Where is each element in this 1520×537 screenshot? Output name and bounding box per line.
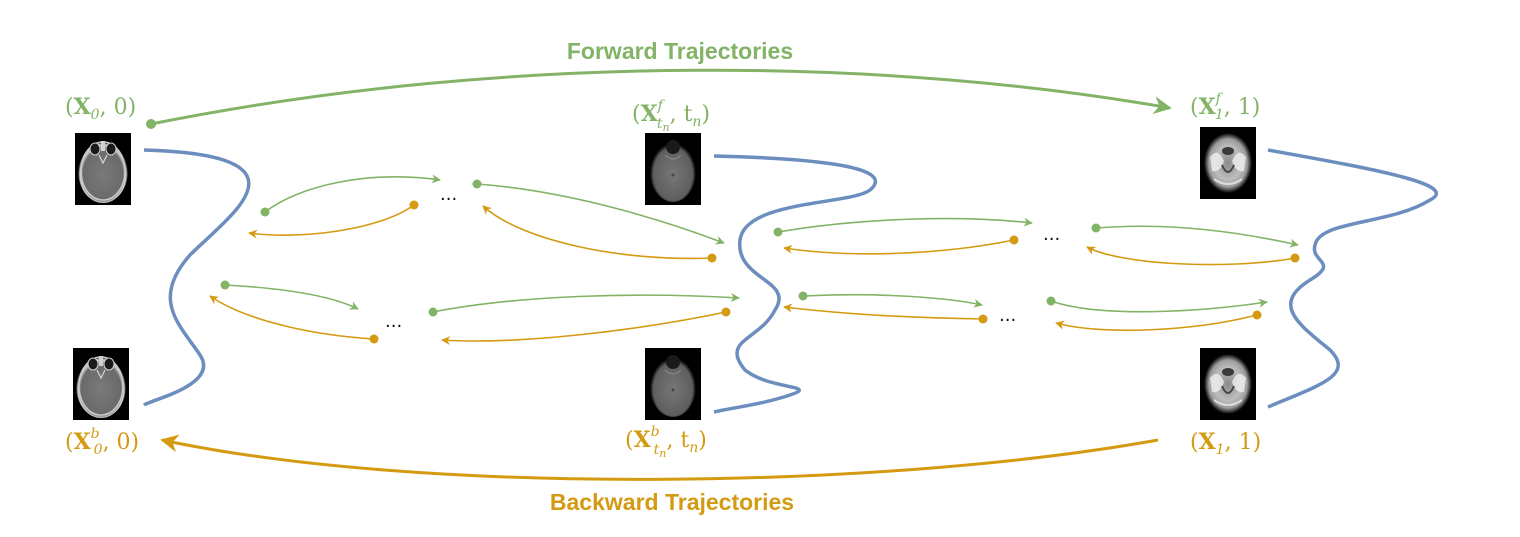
forward-step-arrow (777, 217, 1033, 233)
forward-trajectories-title: Forward Trajectories (567, 38, 793, 64)
backward-step-arrow (441, 311, 727, 346)
backward-step-dot (1252, 310, 1262, 320)
backward-trajectory-arc (160, 434, 1159, 481)
forward-step-arrow (476, 183, 725, 245)
forward-step-dot (773, 227, 783, 237)
ellipsis: ... (1043, 224, 1060, 245)
backward-step-dot (707, 253, 717, 263)
interface-curve-left (142, 148, 251, 407)
backward-step-arrow (783, 239, 1015, 255)
backward-step-arrow (482, 205, 713, 260)
forward-step-dot (220, 280, 230, 290)
backward-step-dot (1290, 253, 1300, 263)
backward-step-arrow (1086, 246, 1296, 266)
forward-step-dot (472, 179, 482, 189)
ellipsis: ... (440, 184, 457, 205)
forward-step-dot (260, 207, 270, 217)
forward-step-arrow (432, 293, 740, 313)
mri-slice-top-right (1199, 126, 1257, 200)
backward-step-arrow (209, 295, 375, 340)
mri-slice-top-middle (644, 132, 702, 206)
forward-start-dot (146, 119, 156, 129)
forward-step-dot (1091, 223, 1101, 233)
backward-step-dot (409, 200, 419, 210)
forward-step-arrow (224, 284, 359, 310)
mri-slice-bottom-right (1199, 347, 1257, 421)
backward-step-arrow (783, 303, 984, 320)
forward-step-dot (1046, 296, 1056, 306)
forward-step-dot (798, 291, 808, 301)
interface-curve-middle (713, 154, 878, 414)
forward-step-arrow (264, 174, 441, 213)
backward-step-dot (369, 334, 379, 344)
forward-step-dot (428, 307, 438, 317)
label-x0-0: (X0, 0) (65, 94, 136, 123)
backward-step-dot (721, 307, 731, 317)
ct-slice-top-left (74, 132, 132, 206)
ct-slice-bottom-left (72, 347, 130, 421)
ellipsis: ... (385, 311, 402, 332)
label-x1-1: (X1, 1) (1190, 429, 1261, 458)
backward-step-arrow (1055, 314, 1258, 332)
forward-step-arrow (1050, 298, 1268, 313)
forward-step-arrow (1095, 225, 1299, 248)
ellipsis: ... (999, 305, 1016, 326)
backward-step-dot (978, 314, 988, 324)
forward-step-arrow (802, 293, 983, 308)
forward-trajectory-arc (150, 68, 1172, 126)
interface-curve-right (1267, 148, 1438, 409)
backward-trajectories-title: Backward Trajectories (550, 489, 794, 515)
backward-step-arrow (248, 204, 415, 239)
backward-step-dot (1009, 235, 1019, 245)
mri-slice-bottom-middle (644, 347, 702, 421)
